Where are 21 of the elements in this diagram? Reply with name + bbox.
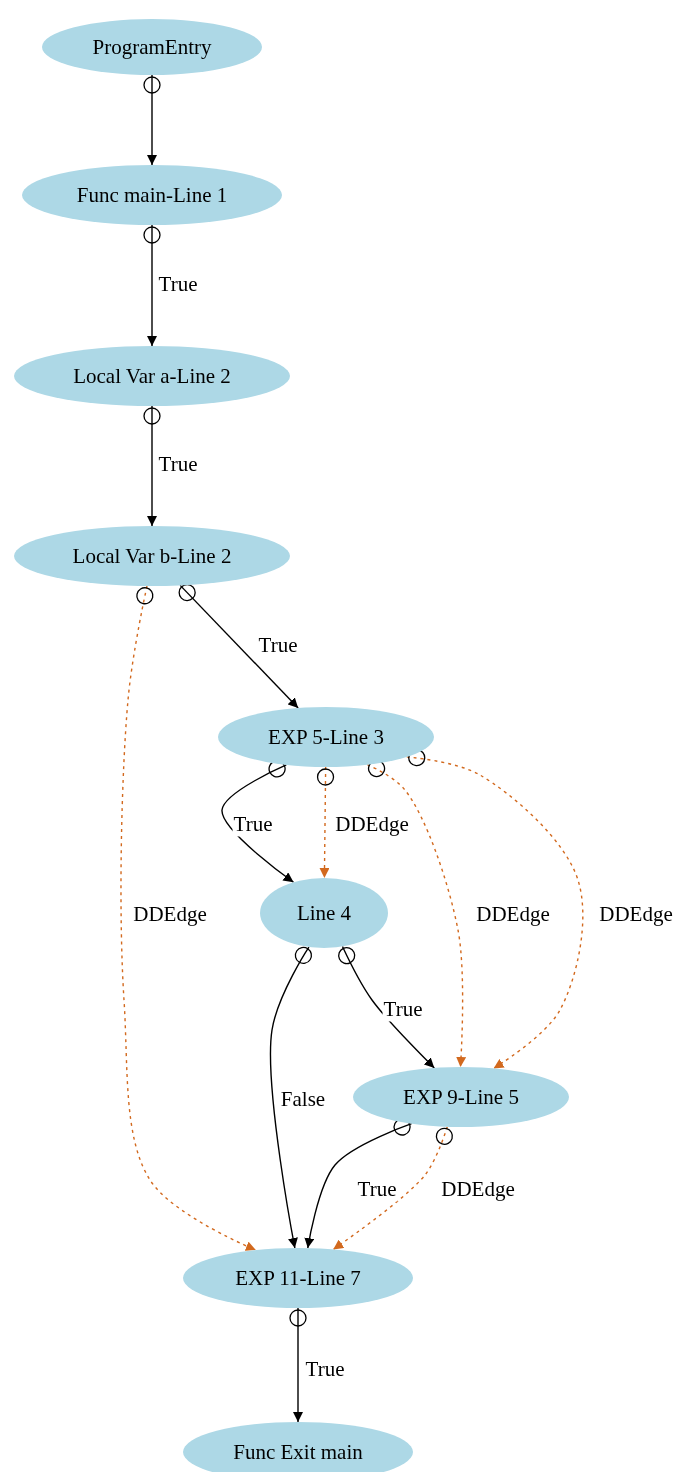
node-label: Func main-Line 1 [76, 182, 228, 208]
arrow [316, 766, 335, 879]
node-label: Func Exit main [233, 1439, 363, 1465]
arrow [338, 945, 436, 1069]
node-label: Local Var b-Line 2 [72, 543, 232, 569]
arrow [120, 585, 257, 1251]
arrow [289, 1307, 307, 1423]
arrow [332, 1126, 453, 1251]
arrow [178, 583, 299, 709]
arrow [221, 760, 295, 883]
arrow [406, 749, 584, 1070]
node-label: EXP 9-Line 5 [403, 1084, 519, 1110]
arrow [143, 224, 161, 347]
node-label: ProgramEntry [92, 34, 212, 60]
node-label: Local Var a-Line 2 [73, 363, 231, 389]
arrow [143, 74, 161, 166]
node-label: EXP 5-Line 3 [268, 724, 384, 750]
arrow [269, 946, 313, 1249]
arrow [143, 405, 161, 527]
node-label: EXP 11-Line 7 [235, 1265, 361, 1291]
node-label: Line 4 [296, 900, 352, 926]
